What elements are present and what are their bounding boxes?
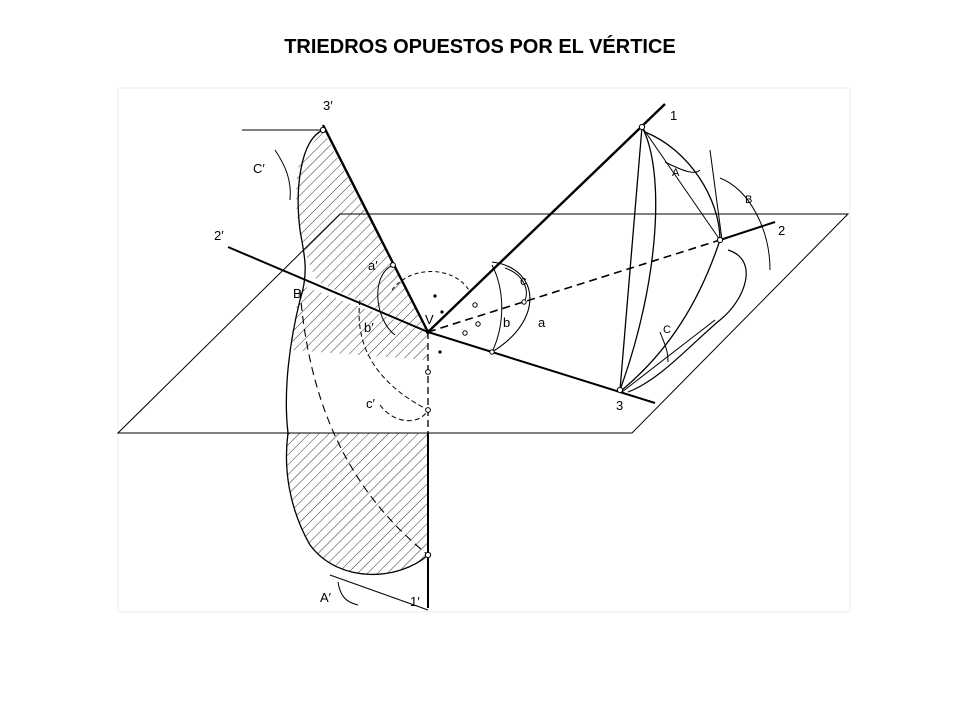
construction-point	[521, 299, 527, 305]
arc-b-prime-dashed	[358, 299, 429, 411]
construction-point	[716, 236, 724, 244]
label-face-b-prime: b′	[364, 320, 374, 335]
outline-curve	[285, 129, 429, 576]
label-dihedral-C-prime: C′	[253, 161, 265, 176]
slide-title: TRIEDROS OPUESTOS POR EL VÉRTICE	[284, 36, 676, 58]
label-face-a-prime: a′	[368, 258, 378, 273]
construction-point	[475, 321, 481, 327]
arc-dihedral-C	[659, 331, 669, 363]
arc-face-c	[644, 131, 721, 241]
vertex-point	[425, 329, 431, 335]
edge-1-line	[427, 103, 666, 333]
arc-dihedral-B	[719, 177, 771, 271]
face-a-prime-hatched	[286, 433, 428, 575]
figure-frame	[117, 87, 851, 613]
construction-point	[489, 349, 495, 355]
dihedral-loop	[627, 249, 747, 393]
construction-point	[438, 350, 442, 354]
construction-point	[616, 386, 624, 394]
construction-point	[472, 302, 478, 308]
arc-c-prime-dashed	[379, 404, 429, 422]
arc-dihedral-A-prime	[337, 581, 359, 606]
label-edge-3p: 3′	[323, 98, 333, 113]
arc-face-a-small	[491, 261, 531, 353]
edge-2p-line	[227, 246, 429, 333]
construction-point	[425, 369, 431, 375]
label-edge-1p: 1′	[410, 594, 420, 609]
face-c-prime-hatched	[290, 285, 428, 360]
construction-line	[329, 574, 429, 611]
label-face-b: b	[503, 315, 510, 330]
label-face-c-prime: c′	[366, 396, 376, 411]
label-vertex: V	[425, 312, 434, 327]
arc-face-a	[621, 239, 721, 391]
construction-point	[433, 294, 437, 298]
construction-point	[424, 551, 432, 559]
horizontal-plane	[116, 213, 850, 434]
construction-point	[462, 330, 468, 336]
arc-face-b-small	[491, 264, 503, 353]
label-face-c: c	[520, 273, 527, 288]
construction-point	[319, 126, 327, 134]
label-dihedral-C: C	[663, 324, 671, 336]
construction-point	[638, 123, 646, 131]
label-face-a: a	[538, 315, 546, 330]
edge-3p-line	[321, 124, 430, 333]
arc-dihedral-C-prime	[274, 149, 291, 201]
arc-a-prime	[377, 264, 396, 336]
arc-dihedral-A	[664, 161, 701, 173]
arc-vertex-dashed	[391, 271, 471, 293]
label-dihedral-B-prime: B′	[293, 286, 305, 301]
label-edge-2p: 2′	[214, 228, 224, 243]
edge-2-line	[719, 221, 776, 241]
construction-line	[621, 319, 716, 393]
construction-line	[641, 126, 721, 241]
label-edge-2: 2	[778, 223, 785, 238]
label-dihedral-B: B	[745, 194, 752, 206]
construction-point	[440, 310, 444, 314]
construction-point	[425, 407, 431, 413]
label-dihedral-A-prime: A′	[320, 590, 332, 605]
arc-face-b	[619, 126, 657, 391]
construction-point	[390, 262, 396, 268]
construction-line	[709, 149, 723, 241]
arc-face-c-small	[504, 267, 527, 303]
edge-2-line-dashed	[427, 239, 721, 333]
construction-line	[619, 126, 643, 391]
label-edge-3: 3	[616, 398, 623, 413]
face-b-prime-hatched	[296, 130, 428, 332]
label-dihedral-A: A	[672, 167, 680, 179]
label-edge-1: 1	[670, 108, 677, 123]
